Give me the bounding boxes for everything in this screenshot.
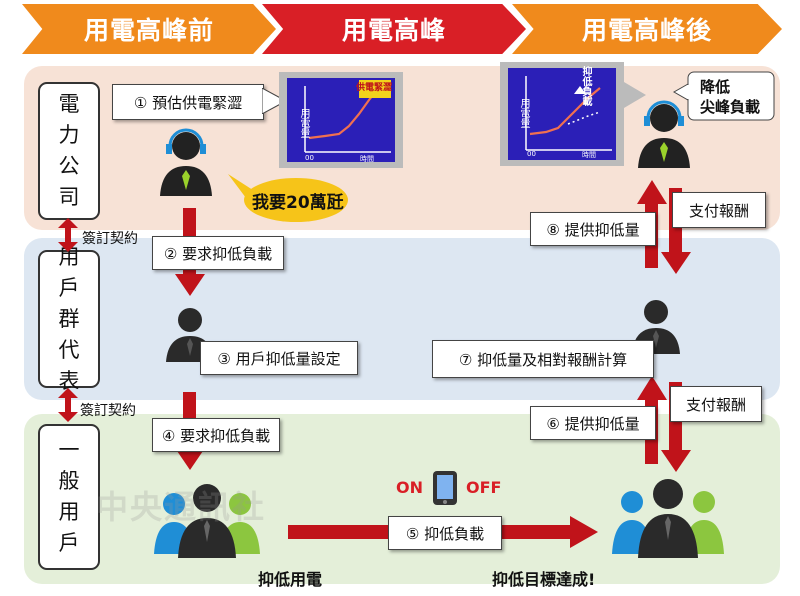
switch-icon [433, 471, 457, 505]
step-1-pointer [262, 88, 286, 114]
chart-reduce-pointer [624, 82, 646, 108]
arrow-step4-head [175, 448, 205, 470]
chart-peak-x-origin: 00 [305, 154, 314, 162]
arrow-step2-head [175, 274, 205, 296]
step-8-box: ⑧ 提供抑低量 [530, 212, 656, 246]
contract-arrow-bottom [58, 388, 78, 422]
phase-before-chevron: 用電高峰前 [22, 4, 276, 54]
step-5-box: ⑤ 抑低負載 [388, 516, 502, 550]
step-6-box: ⑥ 提供抑低量 [530, 406, 656, 440]
reduce-speech-line2: 尖峰負載 [700, 98, 761, 116]
phase-after-chevron: 用電高峰後 [512, 4, 782, 54]
chart-reduce-plot [525, 76, 612, 151]
contract-arrow-top [58, 218, 78, 252]
step-3-box: ③ 用戶抑低量設定 [200, 341, 358, 375]
step-7-box: ⑦ 抑低量及相對報酬計算 [432, 340, 654, 378]
contract-label-top: 簽訂契約 [82, 231, 138, 247]
chart-peak-plot [304, 80, 391, 153]
chart-peak-xlabel: 時間 [360, 155, 374, 163]
phase-peak-label: 用電高峰 [341, 16, 446, 45]
payment-box-bottom: 支付報酬 [670, 386, 762, 422]
step-2-box: ② 要求抑低負載 [152, 236, 284, 270]
arrow-step5-head [570, 516, 598, 548]
chart-reduce-xlabel: 時間 [582, 151, 596, 159]
payment-box-top: 支付報酬 [672, 192, 766, 228]
chart-peak-ylabel: 用電量 [298, 108, 309, 138]
reduce-usage-label: 抑低用電 [258, 570, 323, 589]
reduce-speech-line1: 降低 [700, 78, 731, 96]
row-label-aggregator: 用戶群代表 [38, 245, 100, 393]
row-label-power-company: 電力公司 [38, 82, 100, 220]
arrow-step6-head [637, 376, 667, 400]
demand-speech-bubble [228, 174, 348, 222]
headset-person-icon [160, 128, 212, 196]
demand-speech-text: 我要20萬瓩 [252, 193, 344, 213]
chart-peak-alert: 供電緊澀 [356, 83, 393, 93]
aggregator-person-right-icon [632, 300, 680, 354]
switch-on-label: ON [396, 478, 423, 497]
phase-peak-chevron: 用電高峰 [262, 4, 526, 54]
arrow-payment-bottom-head [661, 450, 691, 472]
headset-person-right-icon [638, 100, 690, 168]
switch-off-label: OFF [466, 478, 502, 497]
contract-label-bottom: 簽訂契約 [80, 403, 136, 419]
watermark-text: 中央通訊社 [96, 488, 267, 526]
row-label-consumers: 一般用戶 [38, 424, 100, 570]
consumer-group-right-icon [612, 479, 724, 558]
reduce-speech-bubble [672, 71, 775, 121]
step-4-box: ④ 要求抑低負載 [152, 418, 280, 452]
consumer-group-left-icon [154, 484, 260, 558]
step-1-box: ① 預估供電緊澀 [112, 84, 264, 120]
arrow-step8-head [637, 180, 667, 204]
goal-achieved-label: 抑低目標達成! [492, 570, 596, 589]
chart-reduce-ylabel: 用電量 [518, 98, 529, 128]
arrow-payment-top-head [661, 252, 691, 274]
phase-after-label: 用電高峰後 [581, 16, 712, 45]
phase-before-label: 用電高峰前 [83, 16, 214, 45]
chart-reduce-x-origin: 00 [527, 150, 536, 158]
chart-reduce-label: 抑低負載 [580, 66, 591, 106]
